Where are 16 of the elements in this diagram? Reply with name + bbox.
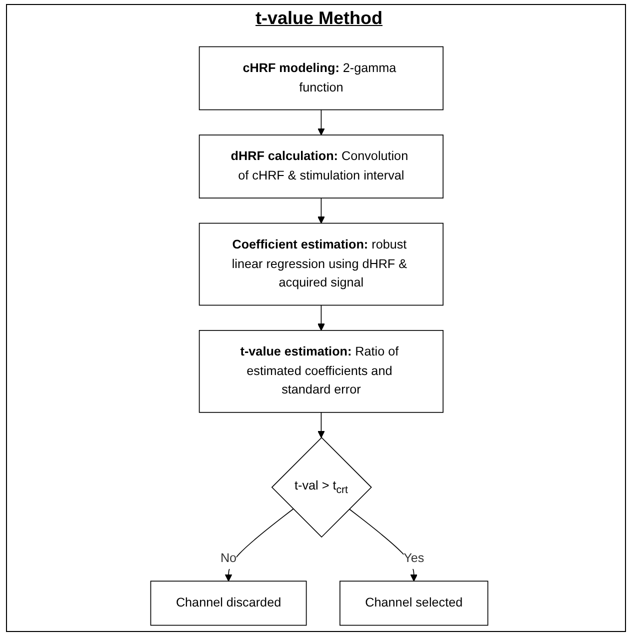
diagram-title: t-value Method — [256, 8, 382, 29]
arrow — [317, 304, 325, 331]
node-box: t-value estimation: Ratio of estimated coefficients and standard error — [198, 330, 444, 413]
node-box: Channel discarded — [150, 580, 306, 626]
node-box: Channel selected — [339, 580, 488, 626]
node-box: dHRF calculation: Convolution of cHRF & stimulation interval — [198, 134, 444, 198]
edge-label: Yes — [403, 551, 424, 566]
edge-label: No — [220, 551, 236, 566]
node-box: cHRF modeling: 2-gamma function — [198, 46, 444, 110]
node-diamond: t-val > t$_{crt}$ — [271, 437, 372, 538]
node-box: Coefficient estimation: robust linear regression using dHRF & acquired signal — [198, 222, 444, 306]
arrow — [317, 198, 325, 224]
arrow — [348, 508, 418, 582]
arrow — [317, 412, 325, 438]
arrow — [224, 508, 294, 582]
arrow — [317, 109, 325, 136]
